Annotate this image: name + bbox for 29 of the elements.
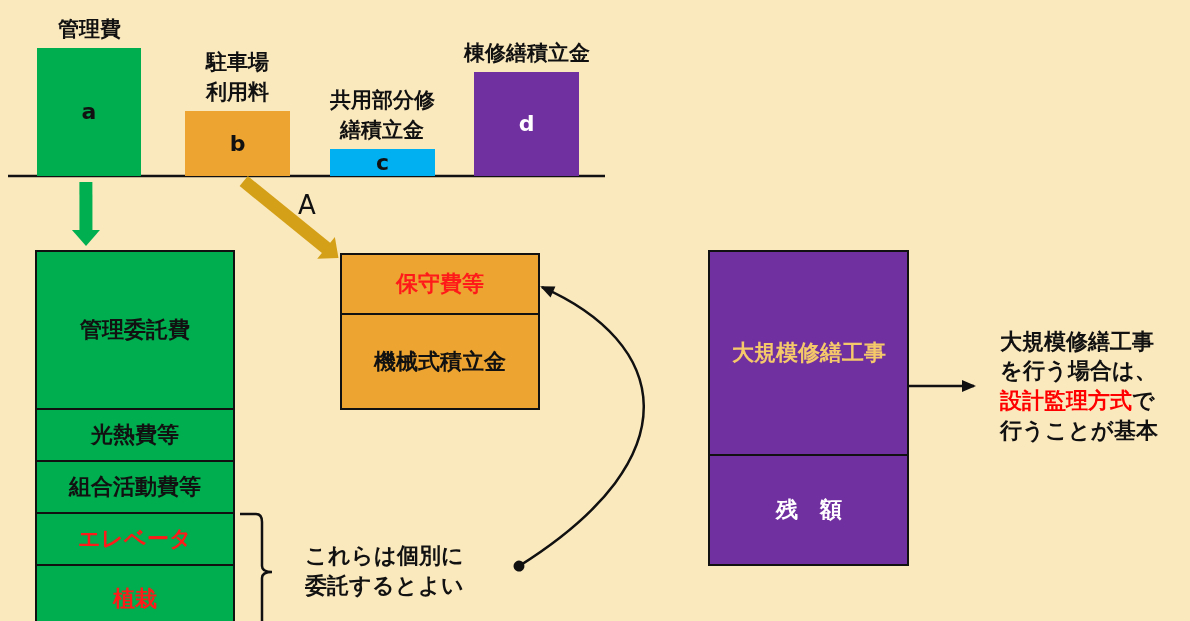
bar-letter: b <box>229 129 246 158</box>
box-label: これらは個別に委託するとよい <box>305 542 465 600</box>
bar-heading: 駐車場利用料 <box>204 49 270 106</box>
bar-heading: 管理費 <box>56 15 122 43</box>
bar-letter: c <box>375 148 389 177</box>
box-label: 管理委託費 <box>80 316 190 345</box>
process-box <box>35 408 235 462</box>
box-label: 機械式積立金 <box>374 347 506 376</box>
process-box <box>340 313 540 410</box>
box-label: 組合活動費等 <box>69 473 201 502</box>
box-label: 大規模修繕工事 <box>731 339 886 368</box>
box-label: 植栽 <box>113 585 157 614</box>
box-label: 保守費等 <box>396 270 484 299</box>
box-label: 大規模修繕工事を行う場合は、設計監理方式で行うことが基本 <box>1000 327 1159 445</box>
process-box <box>35 460 235 514</box>
bar-letter: d <box>518 110 535 139</box>
process-box <box>708 454 909 566</box>
process-box <box>35 512 235 566</box>
bar-heading: 棟修繕積立金 <box>462 39 591 67</box>
process-box <box>708 250 909 456</box>
process-box <box>340 253 540 315</box>
box-label: 残 額 <box>775 496 842 525</box>
bar-heading: 共用部分修繕積立金 <box>329 87 436 144</box>
box-label: エレベータ <box>78 525 192 554</box>
process-box <box>35 250 235 410</box>
box-label: 光熱費等 <box>91 421 179 450</box>
process-box <box>35 564 235 621</box>
bar-letter: a <box>81 98 97 127</box>
edge-label: A <box>298 190 316 220</box>
